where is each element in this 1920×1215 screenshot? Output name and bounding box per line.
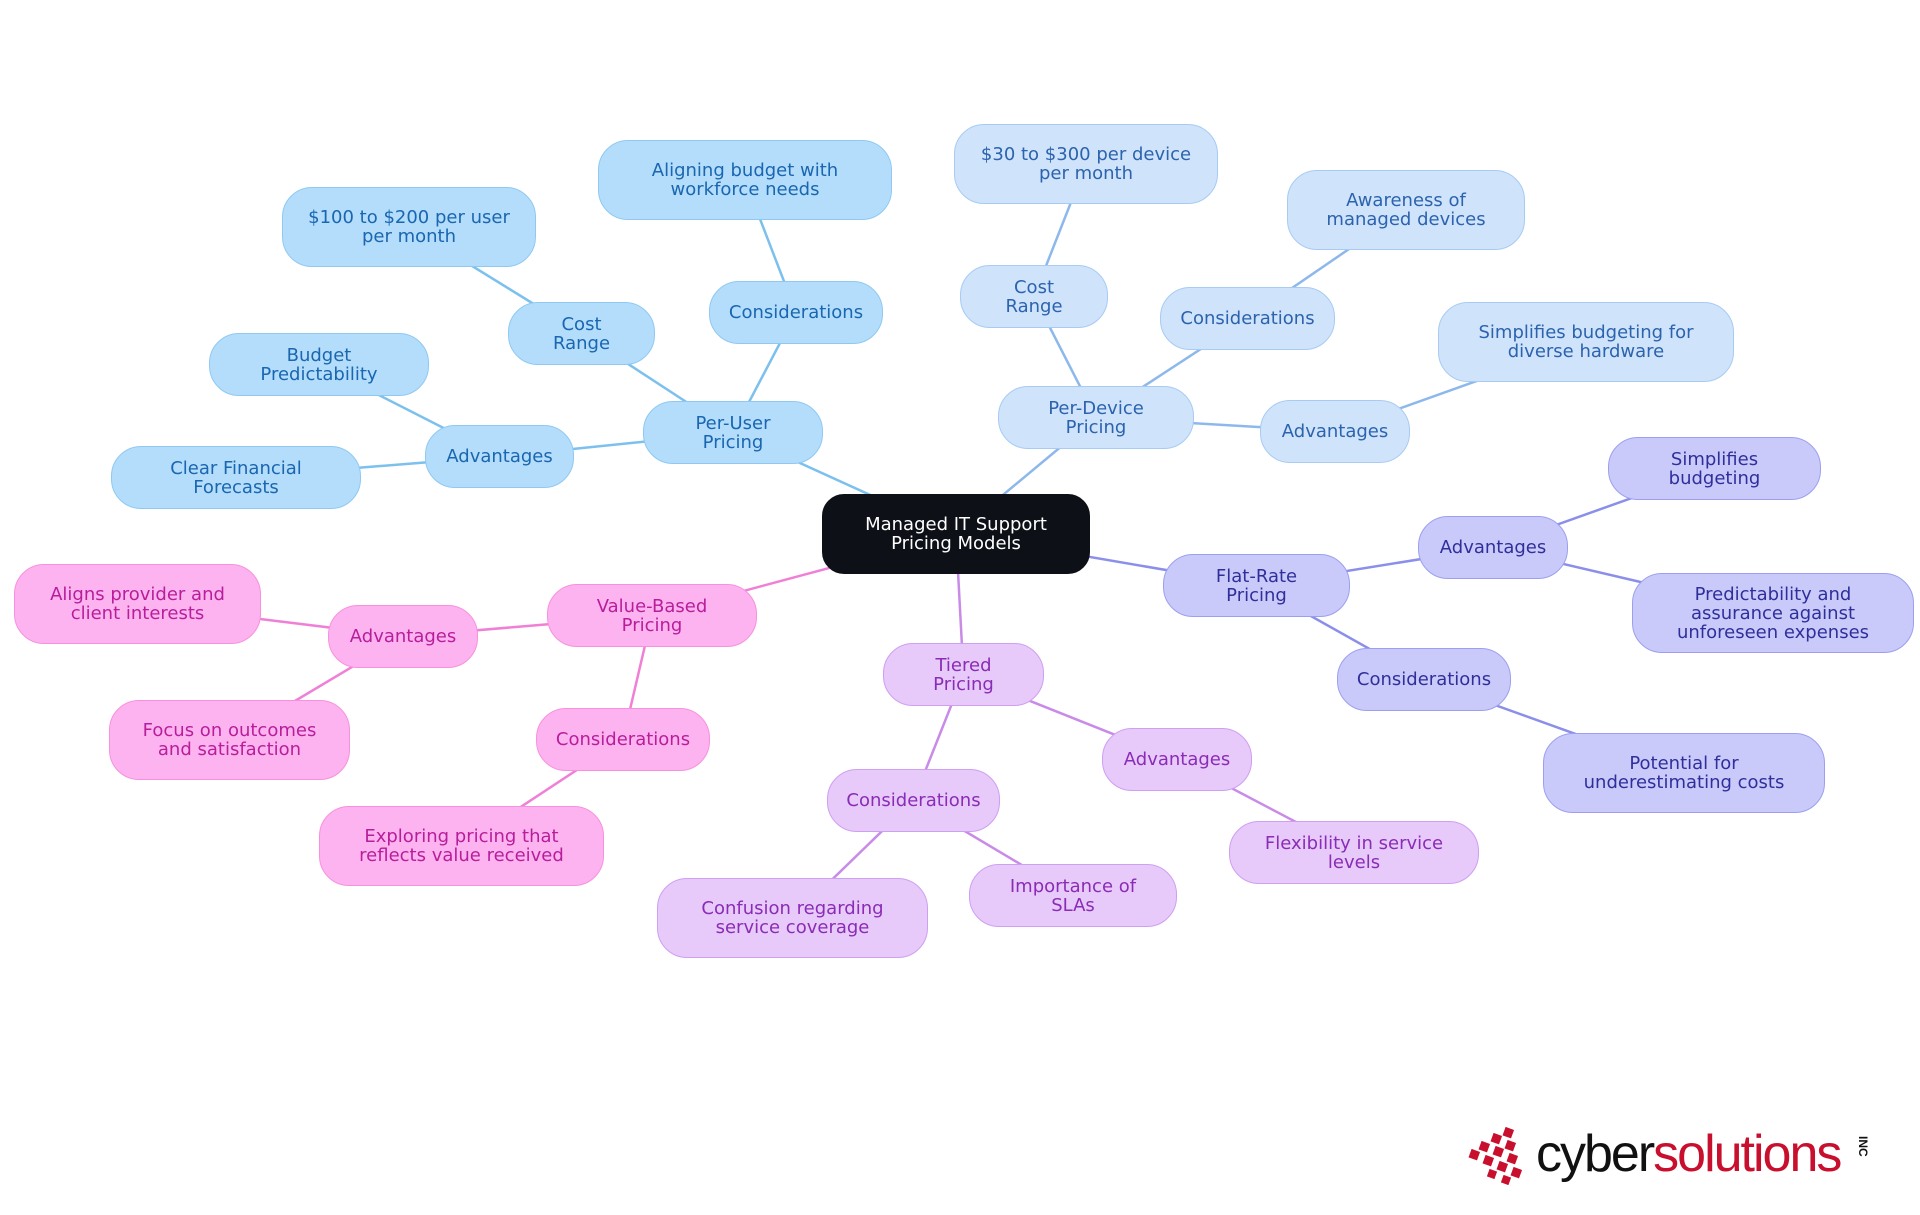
node-tiered: Tiered Pricing bbox=[883, 643, 1044, 706]
node-label: Potential for underestimating costs bbox=[1583, 753, 1785, 793]
node-label: $100 to $200 per user per month bbox=[308, 207, 510, 247]
node-vb-adv-2: Focus on outcomes and satisfaction bbox=[109, 700, 350, 780]
node-vb-adv: Advantages bbox=[328, 605, 478, 668]
logo-wordmark: cybersolutions bbox=[1536, 1125, 1842, 1183]
node-label: Tiered Pricing bbox=[933, 654, 994, 695]
node-label: Aligns provider and client interests bbox=[50, 584, 225, 624]
node-label: Managed IT Support Pricing Models bbox=[865, 514, 1047, 554]
node-pu-adv-1: Budget Predictability bbox=[209, 333, 429, 396]
node-vb-cons: Considerations bbox=[536, 708, 710, 771]
node-label: Flexibility in service levels bbox=[1264, 832, 1444, 873]
node-pd-adv: Advantages bbox=[1260, 400, 1410, 463]
node-label: Considerations bbox=[555, 729, 691, 750]
node-label: Cost Range bbox=[552, 313, 611, 354]
node-label: Considerations bbox=[1356, 669, 1492, 690]
node-fr-adv: Advantages bbox=[1418, 516, 1568, 579]
node-pd-adv-v: Simplifies budgeting for diverse hardwar… bbox=[1438, 302, 1734, 382]
node-ti-cons-1: Confusion regarding service coverage bbox=[657, 878, 928, 958]
node-pu-cost: Cost Range bbox=[508, 302, 655, 365]
logo-word-solutions: solutions bbox=[1653, 1125, 1842, 1183]
node-label: Advantages bbox=[446, 446, 553, 467]
node-label: Budget Predictability bbox=[260, 344, 378, 385]
logo-mark-icon bbox=[1468, 1126, 1523, 1186]
node-label: Considerations bbox=[846, 790, 981, 811]
node-label: Predictability and assurance against unf… bbox=[1676, 583, 1870, 643]
node-label: Awareness of managed devices bbox=[1326, 190, 1486, 230]
node-ti-adv: Advantages bbox=[1102, 728, 1252, 791]
node-label: Cost Range bbox=[1005, 276, 1063, 317]
node-fr-adv-1: Simplifies budgeting bbox=[1608, 437, 1821, 500]
node-pu-cons: Considerations bbox=[709, 281, 883, 344]
node-label: Advantages bbox=[1439, 537, 1547, 558]
node-label: Advantages bbox=[349, 626, 457, 647]
node-label: Advantages bbox=[1123, 749, 1231, 770]
node-root: Managed IT Support Pricing Models bbox=[822, 494, 1090, 574]
node-label: Flat-Rate Pricing bbox=[1215, 565, 1298, 606]
node-label: Per-User Pricing bbox=[695, 412, 771, 453]
node-flat: Flat-Rate Pricing bbox=[1163, 554, 1350, 617]
node-label: Value-Based Pricing bbox=[596, 595, 708, 636]
node-value: Value-Based Pricing bbox=[547, 584, 757, 647]
node-label: $30 to $300 per device per month bbox=[980, 144, 1192, 184]
node-fr-cons-v: Potential for underestimating costs bbox=[1543, 733, 1825, 813]
company-logo: cybersolutions INC bbox=[1466, 1120, 1886, 1190]
node-label: Aligning budget with workforce needs bbox=[651, 160, 839, 200]
node-label: Considerations bbox=[1180, 308, 1315, 329]
node-label: Advantages bbox=[1281, 421, 1389, 442]
node-ti-cons-2: Importance of SLAs bbox=[969, 864, 1177, 927]
node-fr-cons: Considerations bbox=[1337, 648, 1511, 711]
node-pu-adv-2: Clear Financial Forecasts bbox=[111, 446, 361, 509]
node-pu-adv: Advantages bbox=[425, 425, 574, 488]
node-label: Exploring pricing that reflects value re… bbox=[359, 826, 564, 866]
node-fr-adv-2: Predictability and assurance against unf… bbox=[1632, 573, 1914, 653]
node-pu-cost-v: $100 to $200 per user per month bbox=[282, 187, 536, 267]
node-pd-cost-v: $30 to $300 per device per month bbox=[954, 124, 1218, 204]
node-ti-adv-v: Flexibility in service levels bbox=[1229, 821, 1479, 884]
node-label: Focus on outcomes and satisfaction bbox=[142, 720, 317, 760]
node-ti-cons: Considerations bbox=[827, 769, 1000, 832]
node-label: Clear Financial Forecasts bbox=[170, 457, 302, 498]
node-perdev: Per-Device Pricing bbox=[998, 386, 1194, 449]
node-pu-cons-v: Aligning budget with workforce needs bbox=[598, 140, 892, 220]
node-vb-cons-v: Exploring pricing that reflects value re… bbox=[319, 806, 604, 886]
node-label: Per-Device Pricing bbox=[1048, 397, 1144, 438]
node-label: Confusion regarding service coverage bbox=[701, 898, 884, 938]
node-label: Simplifies budgeting for diverse hardwar… bbox=[1478, 322, 1694, 362]
node-label: Considerations bbox=[728, 302, 864, 323]
node-vb-adv-1: Aligns provider and client interests bbox=[14, 564, 261, 644]
node-peruser: Per-User Pricing bbox=[643, 401, 823, 464]
node-pd-cons: Considerations bbox=[1160, 287, 1335, 350]
logo-word-cyber: cyber bbox=[1536, 1125, 1655, 1183]
node-pd-cost: Cost Range bbox=[960, 265, 1108, 328]
logo-suffix: INC bbox=[1856, 1136, 1870, 1157]
node-label: Simplifies budgeting bbox=[1668, 448, 1761, 489]
node-label: Importance of SLAs bbox=[1009, 875, 1137, 916]
node-pd-cons-v: Awareness of managed devices bbox=[1287, 170, 1525, 250]
